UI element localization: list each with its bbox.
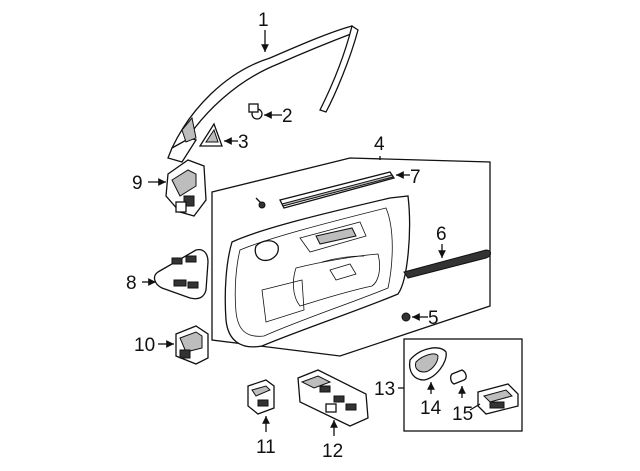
callout-9-group: 9 (132, 173, 166, 194)
part-10-mirror-switch[interactable] (175, 325, 209, 365)
callout-2-group: 2 (264, 106, 293, 127)
callout-12-label: 12 (322, 441, 343, 462)
callout-8-label: 8 (126, 273, 137, 294)
part-8-switch-bezel[interactable] (153, 248, 209, 300)
callout-1-group: 1 (258, 10, 269, 52)
callout-10-group: 10 (134, 335, 174, 356)
part-13-box[interactable] (403, 338, 523, 432)
callout-9-label: 9 (132, 173, 143, 194)
callout-14-label: 14 (420, 398, 442, 419)
callout-15-label: 15 (452, 404, 473, 425)
part-15-small-cap[interactable] (450, 369, 467, 385)
callout-4-group: 4 (374, 134, 385, 160)
callout-12-group: 12 (322, 420, 343, 462)
callout-5-label: 5 (428, 308, 439, 329)
callout-3-group: 3 (224, 132, 249, 153)
callout-14-group: 14 (420, 382, 442, 419)
callout-7-group: 7 (396, 167, 421, 188)
callout-10-label: 10 (134, 335, 155, 356)
part-11-switch[interactable] (247, 379, 275, 415)
part-5-screw[interactable] (401, 312, 411, 322)
part-6-trim-strip[interactable] (403, 249, 491, 279)
part-2-clip[interactable] (248, 103, 263, 120)
part-15-lock-knob[interactable] (477, 383, 519, 415)
callout-1-label: 1 (258, 10, 269, 31)
part-4-trim-panel-box[interactable] (211, 157, 491, 357)
part-14-handle-bezel[interactable] (408, 347, 447, 381)
callout-4-label: 4 (374, 134, 385, 155)
callout-2-label: 2 (282, 106, 293, 127)
callout-3-label: 3 (238, 132, 249, 153)
part-12-master-switch[interactable] (297, 369, 369, 427)
callout-7-label: 7 (410, 167, 421, 188)
callout-8-group: 8 (126, 273, 156, 294)
callout-15-group: 15 (452, 386, 481, 425)
part-9-switch-assembly[interactable] (165, 159, 207, 217)
callout-13-group: 13 (374, 379, 404, 400)
callout-6-label: 6 (436, 224, 447, 245)
door-trim-panel[interactable] (224, 195, 411, 348)
callout-11-group: 11 (256, 416, 276, 458)
callout-6-group: 6 (436, 224, 447, 258)
callout-5-group: 5 (412, 308, 439, 329)
part-3-cover[interactable] (198, 122, 223, 147)
callout-13-label: 13 (374, 379, 395, 400)
panel-screw[interactable] (255, 197, 266, 209)
callout-11-label: 11 (256, 437, 276, 458)
part-1-weatherstrip[interactable] (167, 24, 359, 163)
part-7-belt-molding[interactable] (279, 171, 396, 209)
